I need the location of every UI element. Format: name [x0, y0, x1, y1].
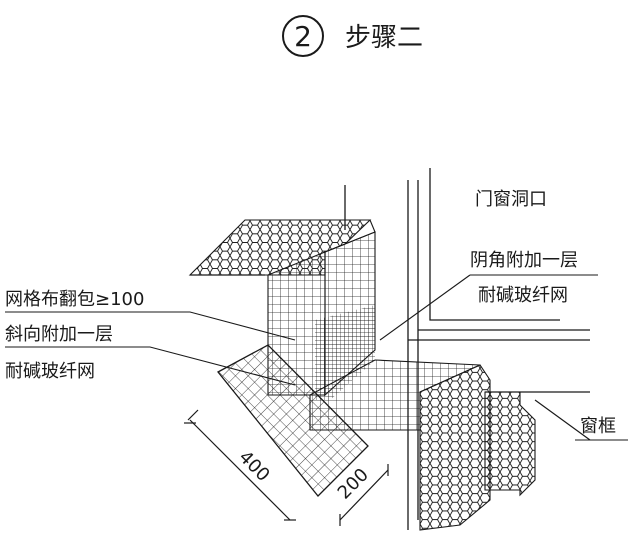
diagonal-label-2: 耐碱玻纤网	[5, 361, 95, 382]
step-number: 2	[294, 20, 312, 53]
dimension-width	[339, 464, 389, 526]
wrap-label: 网格布翻包≥100	[5, 289, 144, 310]
window-frame	[484, 391, 591, 497]
window-frame-label: 窗框	[580, 416, 616, 437]
step-number-circle	[282, 15, 324, 57]
wall-opening-lines	[190, 168, 590, 530]
step-header: 2 步骤二	[282, 15, 423, 57]
dimension-length-label: 400	[234, 447, 273, 486]
inner-corner-label-2: 耐碱玻纤网	[478, 285, 568, 306]
opening-label: 门窗洞口	[475, 189, 547, 210]
diagonal-mesh	[217, 344, 369, 497]
return-mesh	[309, 359, 491, 531]
step-title: 步骤二	[345, 23, 423, 53]
inner-corner-label-1: 阴角附加一层	[470, 250, 578, 271]
dimension-length	[184, 409, 296, 521]
diagonal-label-1: 斜向附加一层	[5, 324, 113, 345]
leader-lines	[5, 274, 628, 441]
